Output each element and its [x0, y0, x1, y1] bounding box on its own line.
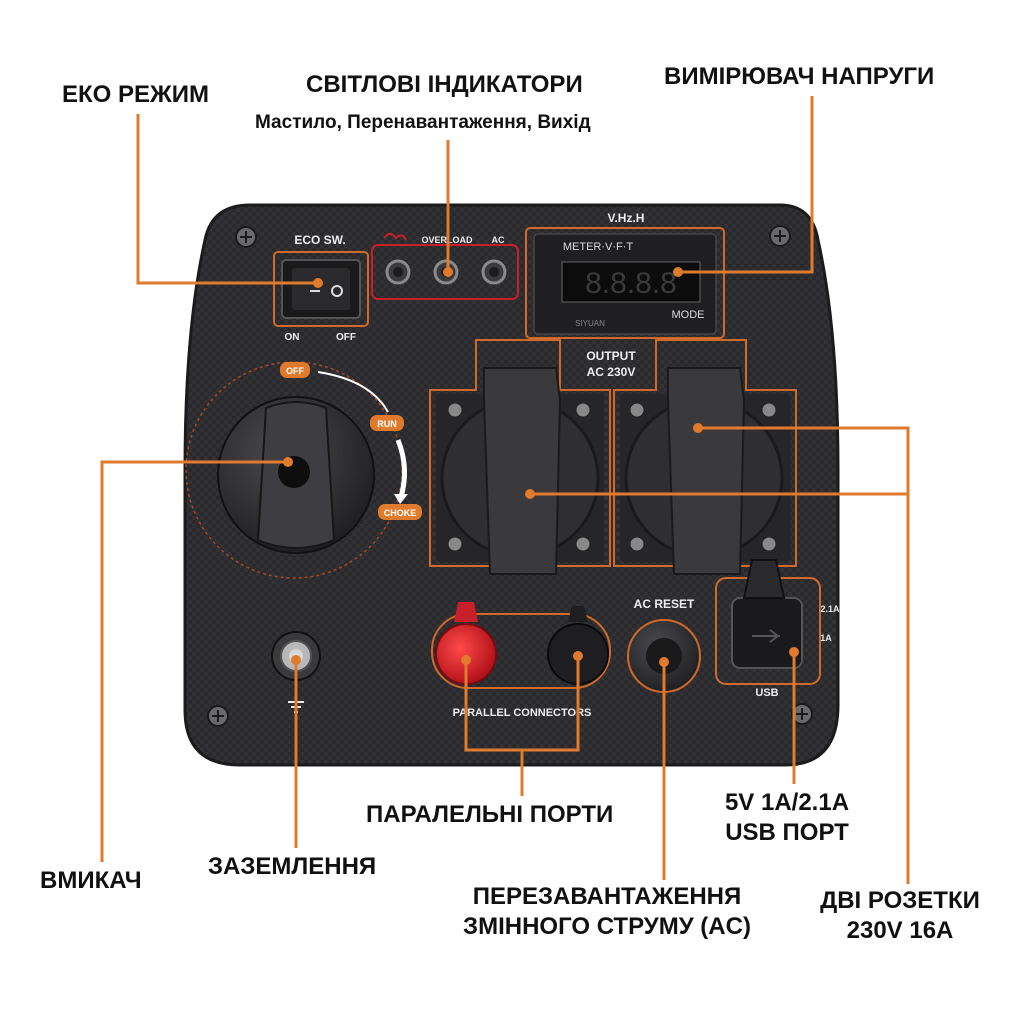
eco-switch-icon	[281, 259, 361, 319]
knob-off-label: OFF	[286, 366, 304, 376]
usb-callout-line2: USB ПОРТ	[725, 819, 849, 846]
usb-callout-line1: 5V 1A/2.1A	[724, 789, 850, 816]
outlets-callout: ДВІ РОЗЕТКИ 230V 16A	[800, 886, 1000, 946]
indicators-subtitle: Мастило, Перенавантаження, Вихід	[255, 112, 591, 133]
outlets-callout-line2: 230V 16A	[846, 917, 954, 944]
output-voltage-label: AC 230V	[587, 365, 636, 379]
meter-body	[533, 233, 717, 335]
indicator-frame	[371, 244, 519, 300]
knob-run-label: RUN	[377, 419, 397, 429]
ac-indicator-label: AC	[492, 235, 505, 245]
knob-choke-label: CHOKE	[384, 508, 417, 518]
start-knob-icon	[217, 396, 375, 554]
parallel-connector-red-icon	[435, 602, 497, 685]
outlet-right	[613, 339, 797, 575]
ac-reset-button-icon	[627, 619, 701, 693]
knob-run-badge	[370, 415, 404, 431]
oil-icon	[383, 233, 407, 241]
eco-on-label: ON	[285, 332, 300, 343]
callout-leader-lines	[100, 96, 910, 884]
overload-label: OVERLOAD	[421, 235, 473, 245]
ac-reset-label: AC RESET	[634, 597, 695, 611]
ac-reset-callout-line1: ПЕРЕЗАВАНТАЖЕННЯ	[472, 883, 742, 910]
ground-terminal-icon	[271, 631, 321, 713]
indicator-light-icon	[385, 259, 507, 285]
meter-maker: SIYUAN	[575, 319, 605, 328]
meter-frame	[525, 227, 725, 339]
outlet-left	[429, 339, 611, 575]
switch-callout: ВМИКАЧ	[40, 867, 142, 894]
usb-1a-label: 1A	[820, 633, 832, 643]
knob-off-badge	[280, 362, 310, 378]
socket-cover-icon	[483, 367, 562, 575]
usb-label: USB	[755, 687, 778, 699]
eco-switch-frame	[273, 251, 369, 327]
output-label: OUTPUT	[586, 349, 636, 363]
knob-choke-badge	[378, 504, 422, 520]
callout-leader-dots	[283, 267, 799, 667]
eco-off-label: OFF	[336, 332, 356, 343]
usb-callout: 5V 1A/2.1A USB ПОРТ	[712, 788, 862, 848]
meter-display-value: 8.8.8.8	[585, 267, 677, 300]
eco-mode-callout: ЕКО РЕЖИМ	[62, 81, 209, 108]
parallel-frame	[431, 613, 611, 689]
ac-reset-callout-line2: ЗМІННОГО СТРУМУ (AC)	[463, 913, 751, 940]
usb-frame	[715, 577, 821, 685]
outlets-callout-line1: ДВІ РОЗЕТКИ	[820, 887, 980, 914]
parallel-connectors-label: PARALLEL CONNECTORS	[453, 707, 592, 719]
voltmeter-callout: ВИМІРЮВАЧ НАПРУГИ	[664, 63, 935, 90]
control-panel	[183, 203, 840, 767]
meter-top-label: V.Hz.H	[608, 211, 645, 225]
socket-cover-icon	[667, 367, 746, 575]
usb-21a-label: 2.1A	[820, 604, 840, 614]
parallel-ports-callout: ПАРАЛЕЛЬНІ ПОРТИ	[366, 801, 614, 828]
meter-brand: METER·V·F·T	[563, 241, 634, 253]
parallel-connector-black-icon	[547, 606, 609, 685]
choke-arrow-icon	[395, 439, 407, 501]
knob-dial-ring	[185, 361, 403, 579]
eco-switch-label: ECO SW.	[294, 233, 345, 247]
grounding-callout: ЗАЗЕМЛЕННЯ	[208, 853, 377, 880]
meter-display	[561, 261, 701, 303]
meter-mode-button: MODE	[672, 309, 705, 321]
usb-port-icon	[731, 559, 803, 669]
run-arrow-icon	[317, 371, 389, 413]
ac-reset-callout: ПЕРЕЗАВАНТАЖЕННЯ ЗМІННОГО СТРУМУ (AC)	[432, 882, 782, 942]
screw-icon	[207, 225, 813, 727]
indicators-callout: СВІТЛОВІ ІНДИКАТОРИ	[306, 71, 583, 98]
